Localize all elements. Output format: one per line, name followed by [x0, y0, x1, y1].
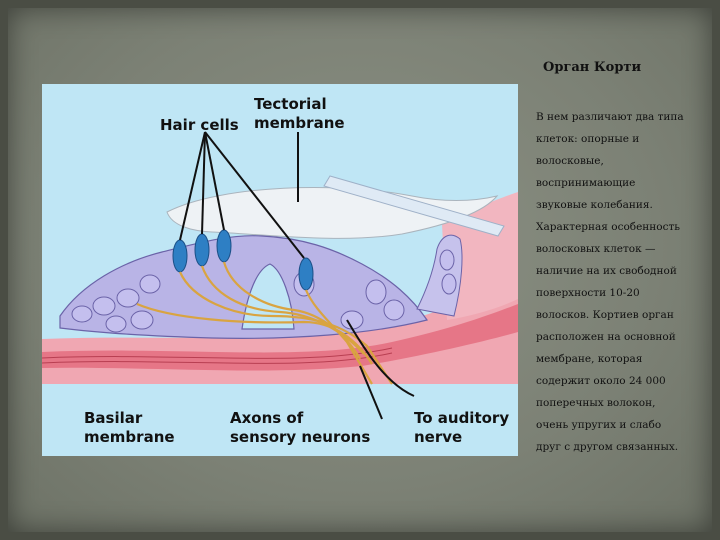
label-axons-line2: sensory neurons [230, 428, 371, 446]
label-tectorial-line2: membrane [254, 114, 345, 132]
slide-title: Орган Корти [543, 60, 642, 75]
reissner-membrane-shape [323, 175, 505, 237]
slide-body-text: В нем различают два типа клеток: опорные… [536, 111, 684, 453]
label-tectorial-line1: Tectorial [254, 95, 327, 113]
label-auditory-line2: nerve [414, 428, 463, 446]
label-hair-cells: Hair cells [160, 116, 239, 134]
label-axons-line1: Axons of [230, 409, 304, 427]
organ-of-corti-drawing [42, 131, 518, 420]
supporting-cells-shape [59, 235, 428, 339]
outer-cells-shape [416, 234, 463, 317]
label-basilar-line1: Basilar [84, 409, 143, 427]
basilar-lower-band [42, 304, 518, 371]
label-auditory-line1: To auditory [414, 409, 510, 427]
organ-of-corti-figure: Hair cells Tectorial membrane Basilar me… [42, 84, 518, 456]
label-basilar-line2: membrane [84, 428, 175, 446]
